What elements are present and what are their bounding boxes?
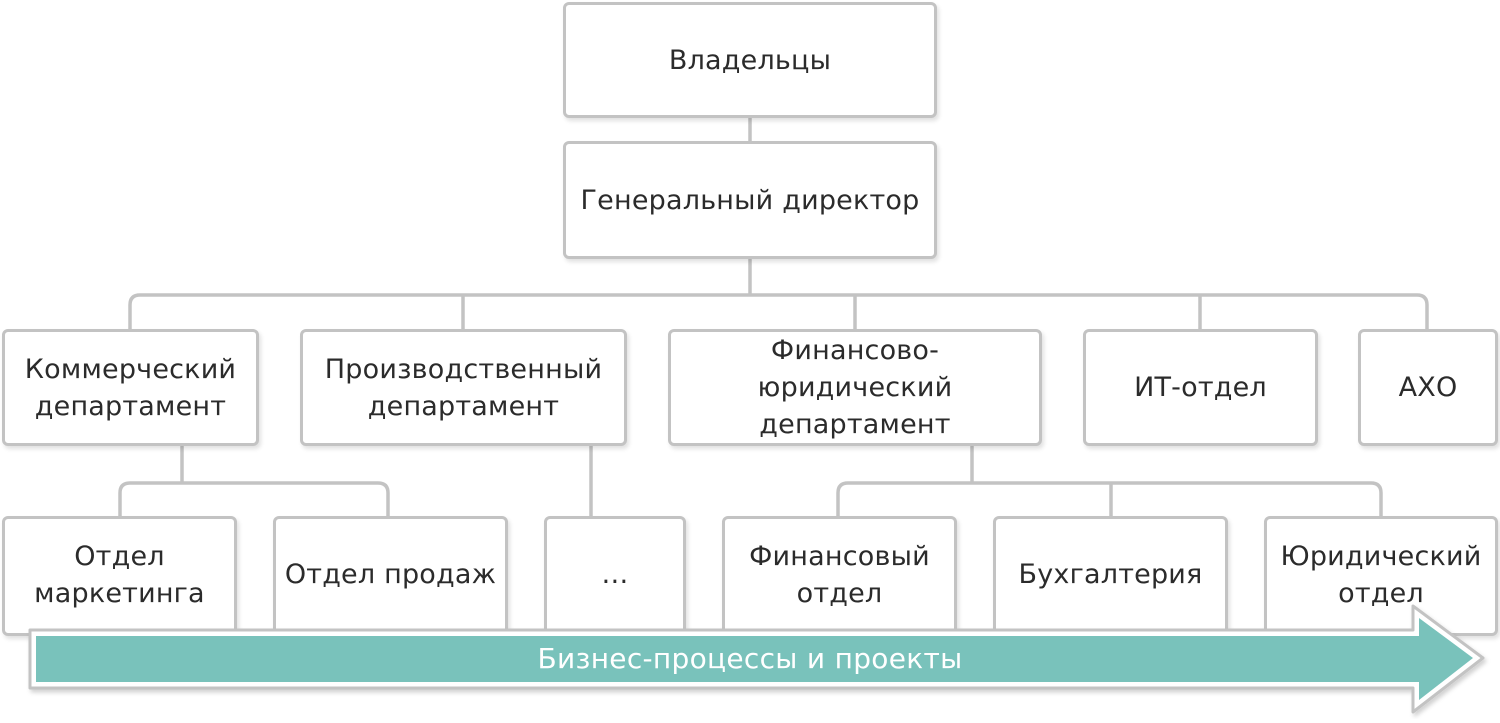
node-production-label-line1: Производственный bbox=[324, 353, 603, 385]
node-finance-legal-label-line1: Финансово-юридический bbox=[757, 335, 953, 403]
node-sales-label: Отдел продаж bbox=[284, 559, 497, 590]
node-commercial-label-line2: департамент bbox=[34, 390, 227, 422]
node-aho-label: АХО bbox=[1398, 372, 1458, 403]
node-ceo: Генеральный директор bbox=[563, 141, 937, 259]
node-commercial-department: Коммерческий департамент bbox=[2, 329, 259, 446]
connector-commercial-bus bbox=[118, 481, 390, 517]
node-production-department: Производственный департамент bbox=[300, 329, 627, 446]
node-owners: Владельцы bbox=[563, 2, 937, 118]
node-it-department: ИТ-отдел bbox=[1083, 329, 1318, 446]
node-marketing-label-line1: Отдел bbox=[74, 541, 165, 572]
node-owners-label: Владельцы bbox=[668, 44, 832, 76]
node-legal-label-line2: отдел bbox=[1338, 578, 1424, 609]
node-it-label: ИТ-отдел bbox=[1134, 372, 1267, 403]
node-ceo-label: Генеральный директор bbox=[580, 184, 920, 216]
node-ellipsis-label: … bbox=[601, 559, 629, 590]
node-finance: Финансовый отдел bbox=[722, 516, 957, 636]
node-marketing-label-line2: маркетинга bbox=[34, 578, 205, 609]
connector-department-bus bbox=[128, 293, 1429, 330]
node-legal-label-line1: Юридический bbox=[1280, 541, 1482, 572]
node-finance-label-line1: Финансовый bbox=[749, 541, 930, 572]
node-ellipsis: … bbox=[544, 516, 686, 636]
node-finance-legal-label-line2: департамент bbox=[759, 409, 951, 440]
node-accounting-label: Бухгалтерия bbox=[1018, 559, 1203, 590]
node-marketing: Отдел маркетинга bbox=[2, 516, 237, 636]
node-commercial-label-line1: Коммерческий bbox=[24, 353, 237, 385]
node-production-label-line2: департамент bbox=[367, 390, 560, 422]
node-finance-legal-department: Финансово-юридический департамент bbox=[668, 329, 1042, 446]
node-aho: АХО bbox=[1358, 329, 1498, 446]
node-legal: Юридический отдел bbox=[1264, 516, 1498, 636]
node-finance-label-line2: отдел bbox=[796, 578, 883, 609]
node-accounting: Бухгалтерия bbox=[993, 516, 1228, 636]
node-sales: Отдел продаж bbox=[273, 516, 508, 636]
